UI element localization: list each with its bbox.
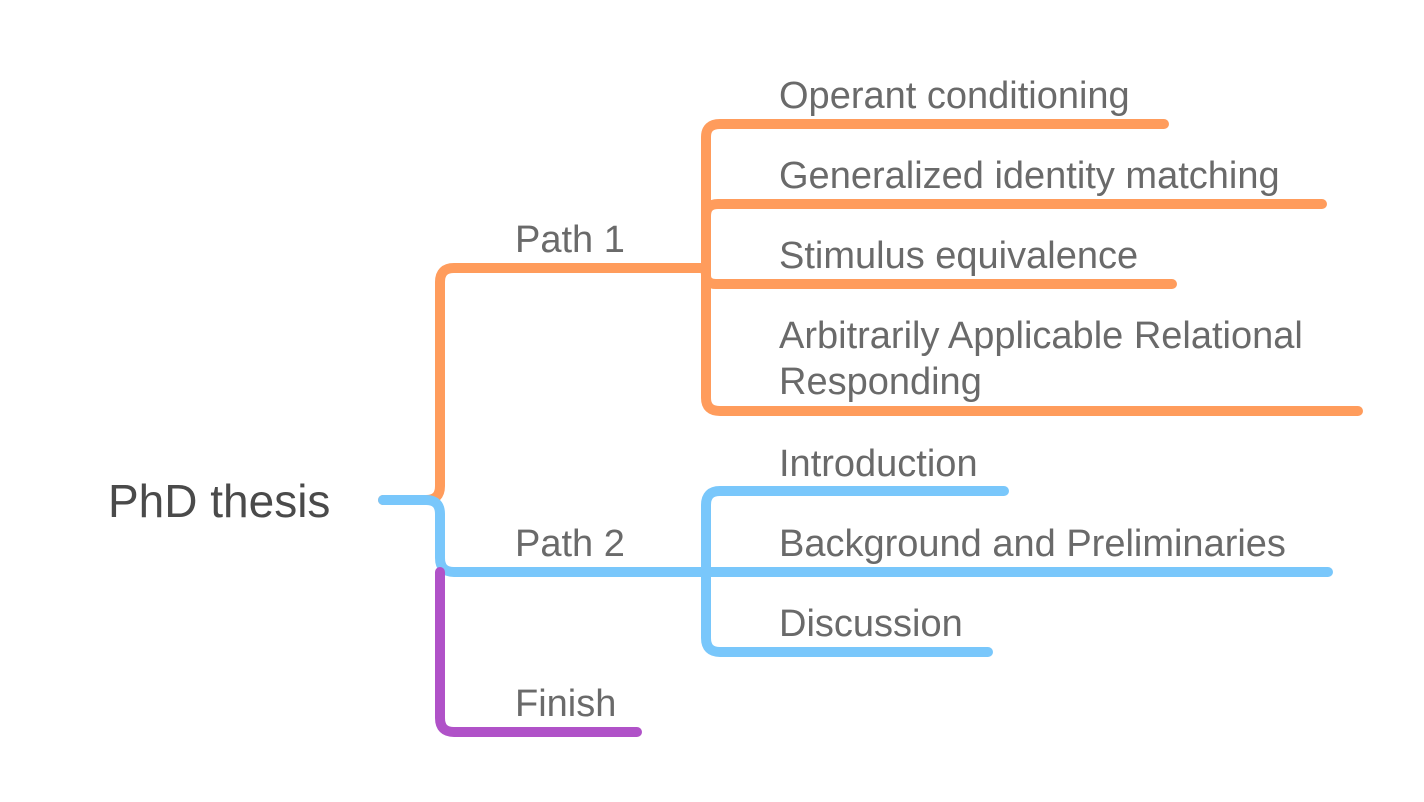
leaf-label-stimulus-equivalence: Stimulus equivalence	[779, 235, 1139, 277]
branch-label-path-1: Path 1	[515, 219, 625, 261]
spine-path-1	[701, 119, 1363, 416]
leaf-label-generalized-identity-matching: Generalized identity matching	[779, 155, 1280, 197]
leaf-label-operant-conditioning: Operant conditioning	[779, 75, 1130, 117]
leaf-label-introduction: Introduction	[779, 443, 978, 485]
root-node-label: PhD thesis	[108, 475, 331, 527]
leaf-line-stimulus-equivalence	[695, 263, 1177, 289]
spine-path-2	[701, 486, 1009, 657]
branch-label-finish: Finish	[515, 683, 617, 725]
connector-finish	[435, 567, 642, 737]
leaf-label-background-and-preliminaries: Background and Preliminaries	[779, 523, 1286, 565]
leaf-label-aarr: Arbitrarily Applicable Relational Respon…	[779, 315, 1303, 403]
connector-path-2	[378, 495, 1333, 577]
leaf-label-discussion: Discussion	[779, 603, 963, 645]
connector-path-1	[378, 263, 705, 505]
branch-label-path-2: Path 2	[515, 523, 625, 565]
leaf-line-generalized-identity-matching	[701, 199, 1327, 221]
